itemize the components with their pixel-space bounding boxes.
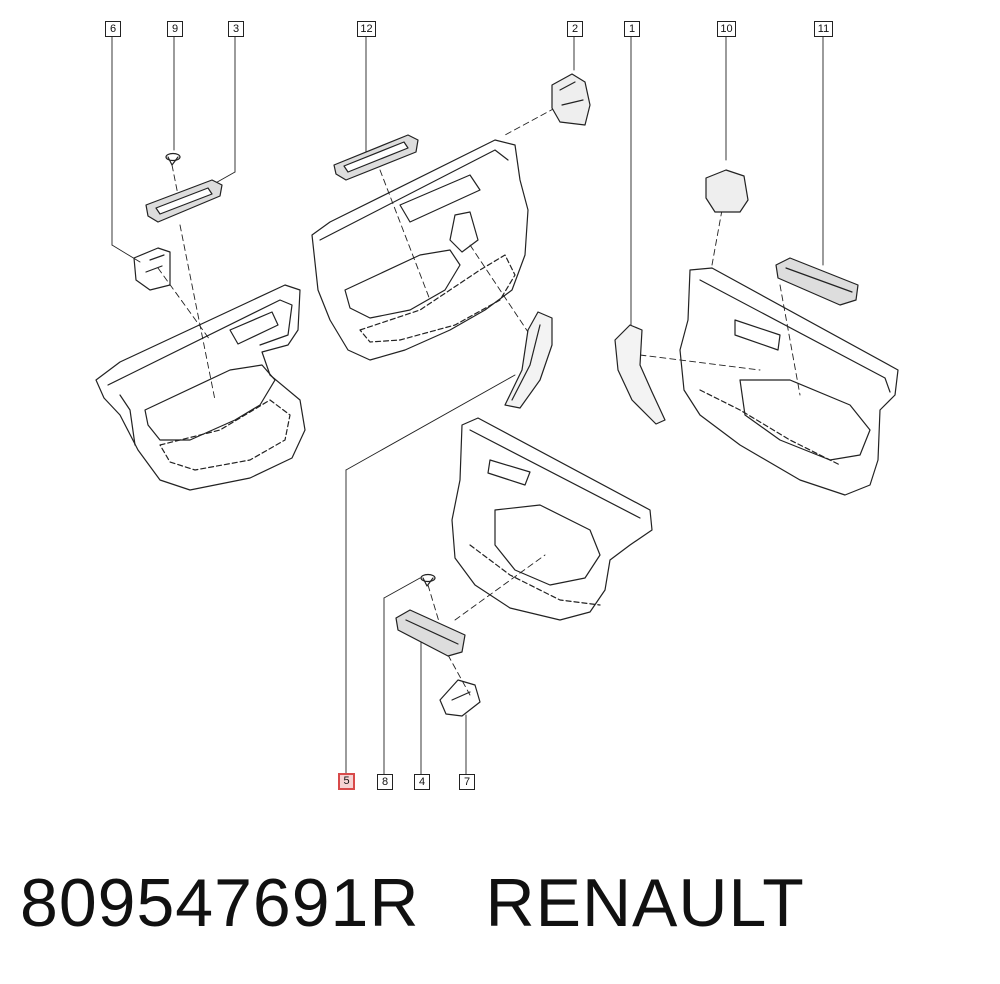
callout-6[interactable]: 6 xyxy=(105,21,121,37)
leader-lines xyxy=(111,36,824,775)
clip-9 xyxy=(165,152,181,166)
switch-bezel-4 xyxy=(395,609,466,657)
door-panel-rear-right xyxy=(451,417,653,621)
callout-5-highlighted[interactable]: 5 xyxy=(338,773,355,790)
parts-diagram xyxy=(95,36,899,775)
switch-bezel-12 xyxy=(333,134,419,181)
cover-2 xyxy=(551,73,591,126)
cover-10 xyxy=(705,169,749,213)
armrest-trim-1 xyxy=(614,324,666,425)
callout-11[interactable]: 11 xyxy=(814,21,833,37)
bracket-7 xyxy=(439,679,481,717)
callout-12[interactable]: 12 xyxy=(357,21,376,37)
switch-bezel-11 xyxy=(775,257,859,306)
armrest-trim-5 xyxy=(504,311,553,409)
switch-bezel-3 xyxy=(145,179,223,223)
callout-3[interactable]: 3 xyxy=(228,21,244,37)
door-panel-rear-left xyxy=(95,284,306,491)
callout-10[interactable]: 10 xyxy=(717,21,736,37)
callout-4[interactable]: 4 xyxy=(414,774,430,790)
brand-name: RENAULT xyxy=(485,865,805,941)
door-panel-front-right xyxy=(679,267,899,496)
part-number: 809547691R xyxy=(20,865,420,941)
clip-8 xyxy=(420,573,436,587)
callout-9[interactable]: 9 xyxy=(167,21,183,37)
assembly-lines xyxy=(157,107,801,696)
callout-7[interactable]: 7 xyxy=(459,774,475,790)
part-caption: 809547691R RENAULT xyxy=(20,858,805,948)
callout-8[interactable]: 8 xyxy=(377,774,393,790)
door-panel-front-left xyxy=(311,139,529,361)
bracket-6 xyxy=(133,247,171,291)
callout-2[interactable]: 2 xyxy=(567,21,583,37)
callout-1[interactable]: 1 xyxy=(624,21,640,37)
